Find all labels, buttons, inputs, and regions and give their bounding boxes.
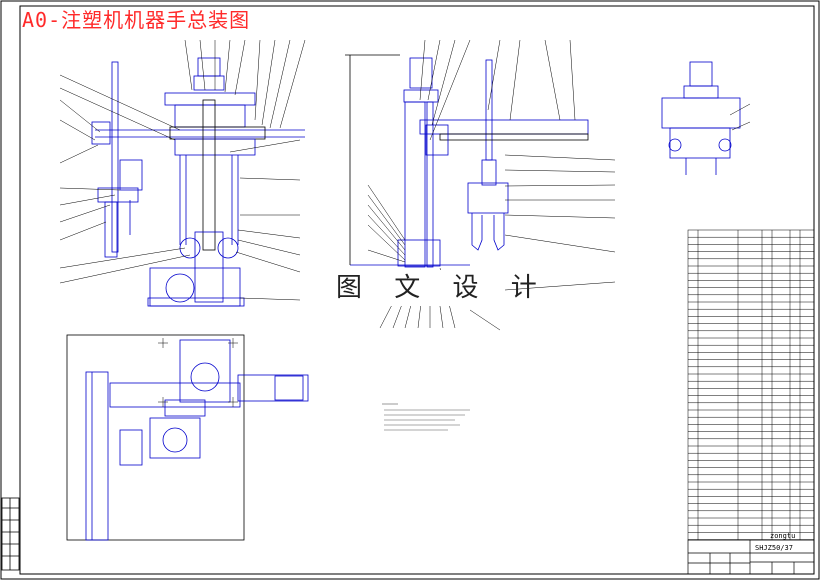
top-view-marks bbox=[158, 338, 238, 407]
title-block-author: zongtu bbox=[770, 532, 796, 540]
front-view bbox=[91, 57, 305, 307]
watermark: 图 文 设 计 bbox=[336, 270, 537, 306]
right-detail-leaders bbox=[729, 103, 751, 131]
left-revision-strip bbox=[1, 497, 20, 571]
title-block bbox=[687, 539, 815, 575]
technical-notes bbox=[382, 403, 470, 431]
title-block-drawing-number: SHJZ50/37 bbox=[755, 544, 793, 552]
drawing-title: A0-注塑机机器手总装图 bbox=[22, 8, 251, 32]
parts-list bbox=[687, 229, 815, 541]
front-view-leaders bbox=[59, 39, 306, 301]
right-detail-view bbox=[661, 61, 741, 175]
side-view bbox=[345, 54, 589, 268]
top-view bbox=[66, 334, 309, 541]
